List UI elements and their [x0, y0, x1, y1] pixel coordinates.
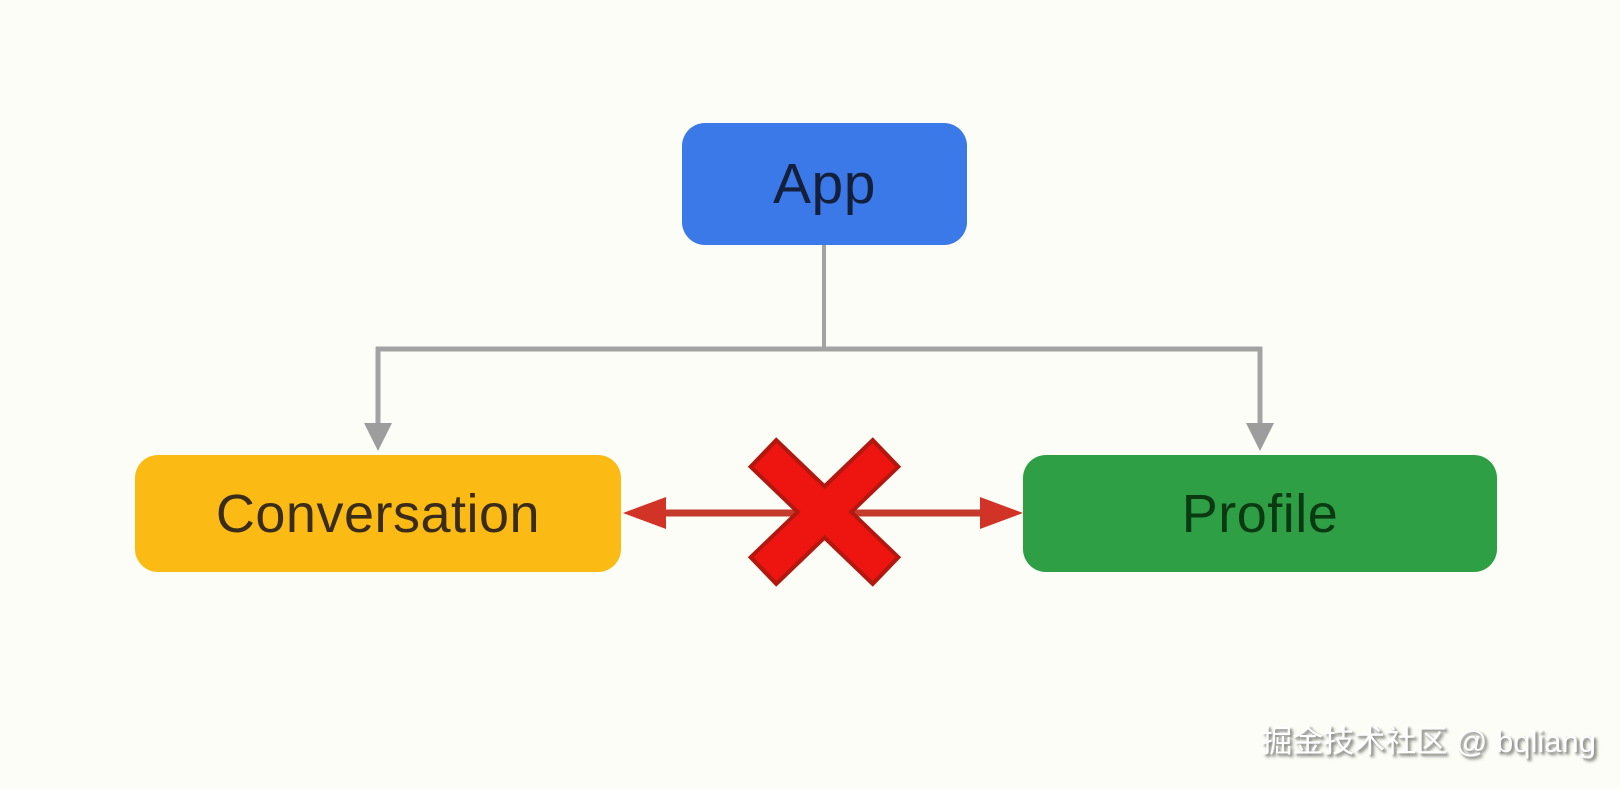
arrow-right-icon: [980, 497, 1023, 529]
node-conversation: Conversation: [135, 455, 621, 572]
node-app: App: [682, 123, 967, 245]
arrow-down-icon-right: [1246, 423, 1274, 451]
node-conversation-label: Conversation: [215, 483, 541, 544]
arrow-down-icon-left: [364, 423, 392, 451]
node-profile-label: Profile: [1181, 483, 1339, 544]
x-mark-icon: [747, 437, 902, 587]
arrow-left-icon: [623, 497, 666, 529]
watermark: 掘金技术社区 @ bqliang: [1261, 724, 1596, 759]
node-profile: Profile: [1023, 455, 1497, 572]
node-app-label: App: [773, 151, 876, 216]
